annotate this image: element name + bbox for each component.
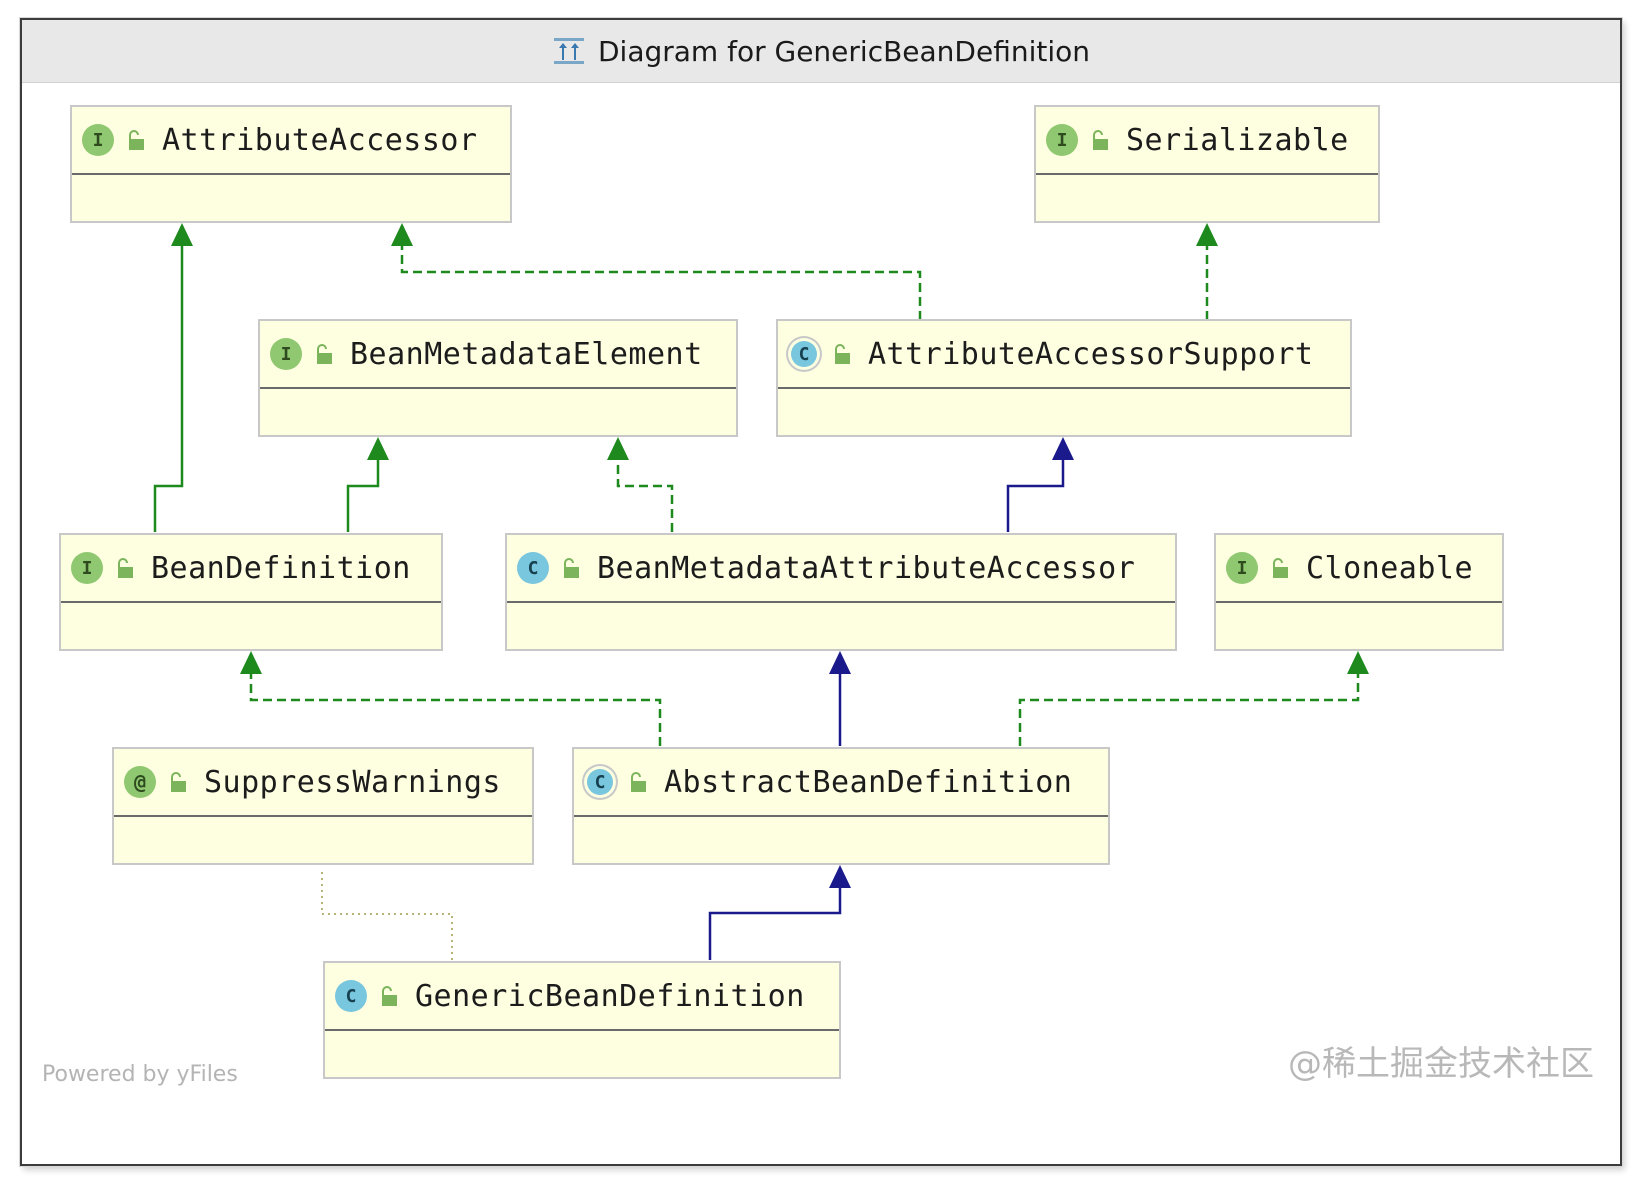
edge-attributeaccessorsupport-attributeaccessor[interactable] xyxy=(391,223,922,320)
edge-abstractbeandefinition-beandefinition[interactable] xyxy=(240,651,662,746)
annotation-icon: @ xyxy=(124,766,156,798)
node-name: Cloneable xyxy=(1306,550,1474,586)
diagram-window: Diagram for GenericBeanDefinition xyxy=(20,18,1622,1166)
node-header: C AbstractBeanDefinition xyxy=(574,749,1108,817)
node-name: GenericBeanDefinition xyxy=(415,978,805,1014)
node-header: I Cloneable xyxy=(1216,535,1502,603)
edge-beanmetadataattributeaccessor-attributeaccessorsupport[interactable] xyxy=(1006,437,1074,532)
edge-attributeaccessorsupport-serializable[interactable] xyxy=(1196,223,1218,320)
abstract-class-icon: C xyxy=(788,338,820,370)
interface-icon: I xyxy=(270,338,302,370)
interface-icon: I xyxy=(1046,124,1078,156)
interface-icon: I xyxy=(71,552,103,584)
node-header: C BeanMetadataAttributeAccessor xyxy=(507,535,1175,603)
abstract-class-icon: C xyxy=(584,766,616,798)
public-lock-icon xyxy=(382,986,397,1006)
class-icon: C xyxy=(335,980,367,1012)
node-suppresswarnings[interactable]: @ SuppressWarnings xyxy=(112,747,534,865)
node-beanmetadataattributeaccessor[interactable]: C BeanMetadataAttributeAccessor xyxy=(505,533,1177,651)
interface-icon: I xyxy=(1226,552,1258,584)
title-bar: Diagram for GenericBeanDefinition xyxy=(22,20,1620,83)
diagram-icon xyxy=(552,37,585,65)
node-name: AttributeAccessor xyxy=(162,122,478,158)
edge-beandefinition-beanmetadataelement[interactable] xyxy=(346,437,389,532)
window-title: Diagram for GenericBeanDefinition xyxy=(597,34,1091,68)
edge-genericbeandefinition-abstractbeandefinition[interactable] xyxy=(708,865,851,960)
edge-abstractbeandefinition-cloneable[interactable] xyxy=(1018,651,1369,746)
node-header: C GenericBeanDefinition xyxy=(325,963,839,1031)
class-icon: C xyxy=(517,552,549,584)
node-name: AttributeAccessorSupport xyxy=(868,336,1314,372)
node-name: BeanDefinition xyxy=(151,550,411,586)
node-header: I Serializable xyxy=(1036,107,1378,175)
node-header: I AttributeAccessor xyxy=(72,107,510,175)
node-attributeaccessor[interactable]: I AttributeAccessor xyxy=(70,105,512,223)
node-name: SuppressWarnings xyxy=(204,764,501,800)
node-name: Serializable xyxy=(1126,122,1349,158)
node-header: C AttributeAccessorSupport xyxy=(778,321,1350,389)
node-beanmetadataelement[interactable]: I BeanMetadataElement xyxy=(258,319,738,437)
public-lock-icon xyxy=(835,344,850,364)
node-serializable[interactable]: I Serializable xyxy=(1034,105,1380,223)
node-header: I BeanMetadataElement xyxy=(260,321,736,389)
public-lock-icon xyxy=(129,130,144,150)
node-attributeaccessorsupport[interactable]: C AttributeAccessorSupport xyxy=(776,319,1352,437)
public-lock-icon xyxy=(1273,558,1288,578)
node-abstractbeandefinition[interactable]: C AbstractBeanDefinition xyxy=(572,747,1110,865)
node-header: I BeanDefinition xyxy=(61,535,441,603)
public-lock-icon xyxy=(1093,130,1108,150)
watermark-text: @稀土掘金技术社区 xyxy=(1288,1044,1594,1084)
node-beandefinition[interactable]: I BeanDefinition xyxy=(59,533,443,651)
public-lock-icon xyxy=(564,558,579,578)
node-header: @ SuppressWarnings xyxy=(114,749,532,817)
relationship-edges xyxy=(153,223,1369,960)
node-name: AbstractBeanDefinition xyxy=(664,764,1073,800)
edge-beandefinition-attributeaccessor[interactable] xyxy=(153,223,193,532)
public-lock-icon xyxy=(631,772,646,792)
public-lock-icon xyxy=(171,772,186,792)
public-lock-icon xyxy=(317,344,332,364)
public-lock-icon xyxy=(118,558,133,578)
node-name: BeanMetadataAttributeAccessor xyxy=(597,550,1136,586)
interface-icon: I xyxy=(82,124,114,156)
edge-abstractbeandefinition-beanmetadataattributeaccessor[interactable] xyxy=(829,651,851,746)
node-cloneable[interactable]: I Cloneable xyxy=(1214,533,1504,651)
powered-by-label: Powered by yFiles xyxy=(42,1062,238,1087)
edge-beanmetadataattributeaccessor-beanmetadataelement[interactable] xyxy=(607,437,674,532)
node-name: BeanMetadataElement xyxy=(350,336,703,372)
node-genericbeandefinition[interactable]: C GenericBeanDefinition xyxy=(323,961,841,1079)
diagram-canvas[interactable]: I AttributeAccessor I Serializable I Bea… xyxy=(22,20,1620,1164)
edge-genericbeandefinition-suppresswarnings[interactable] xyxy=(321,868,453,960)
